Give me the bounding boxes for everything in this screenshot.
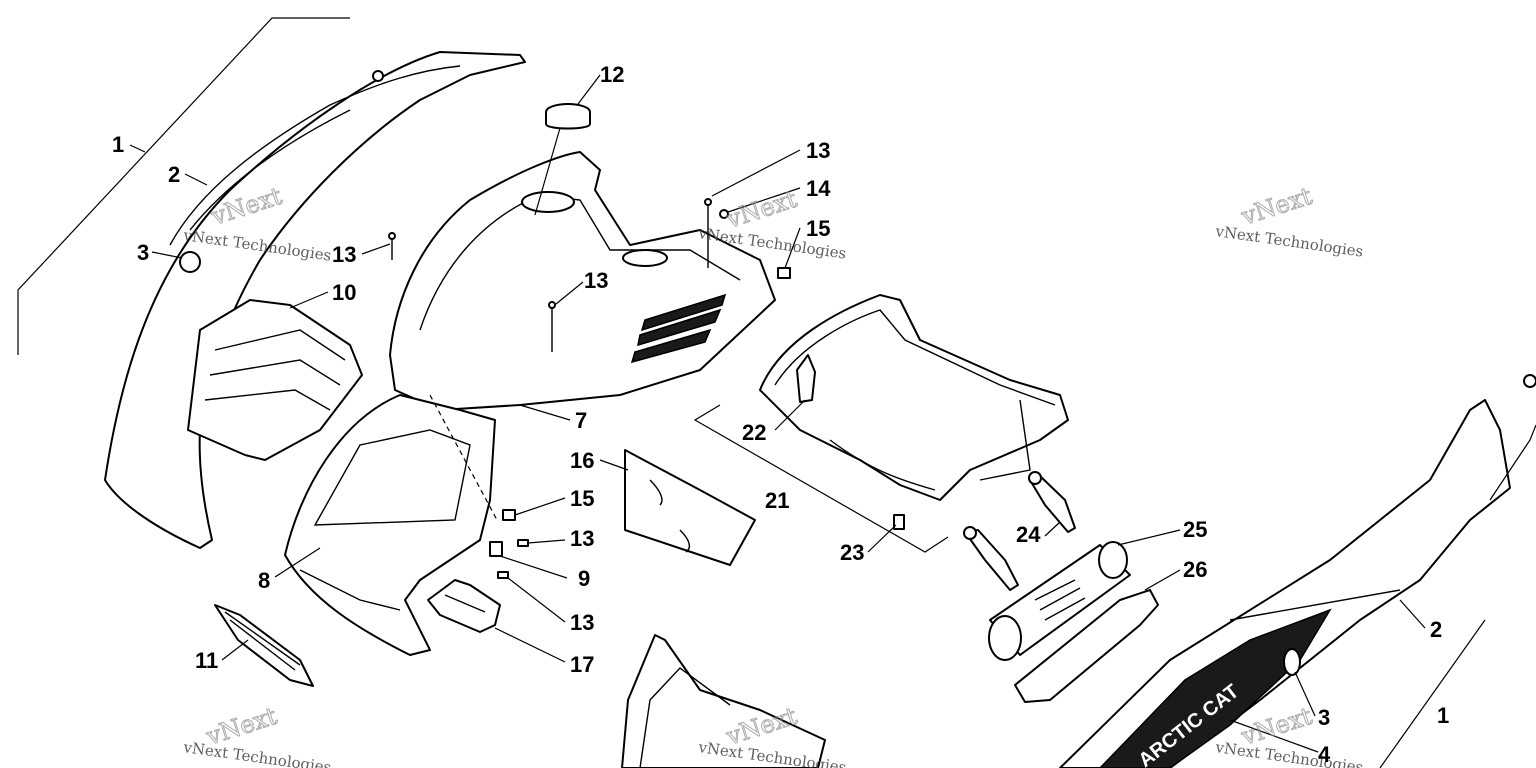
leader-lines xyxy=(129,74,1426,753)
callout-21: 21 xyxy=(765,488,789,513)
assembly-bracket-left xyxy=(17,17,350,355)
watermark-logo-text: vNext xyxy=(722,185,800,234)
watermark-4: vNext Technologies vNext xyxy=(181,701,332,768)
watermark-text: vNext Technologies xyxy=(181,738,332,768)
watermark-3: vNext Technologies vNext xyxy=(1213,181,1364,261)
callouts: 1 2 3 13 10 12 13 13 14 15 7 22 16 15 13… xyxy=(112,62,1449,767)
grommet xyxy=(534,103,591,216)
callout-25: 25 xyxy=(1183,517,1207,542)
clip-22 xyxy=(796,354,816,403)
callout-13-e: 13 xyxy=(570,610,594,635)
callout-7: 7 xyxy=(575,408,587,433)
callout-13-c: 13 xyxy=(806,138,830,163)
strap-left xyxy=(963,526,1019,591)
callout-14: 14 xyxy=(806,176,831,201)
callout-13-a: 13 xyxy=(332,242,356,267)
callout-22: 22 xyxy=(742,420,766,445)
callout-2-right: 2 xyxy=(1430,617,1442,642)
console-tray xyxy=(693,294,1069,553)
left-side-panel xyxy=(104,51,526,549)
callout-23: 23 xyxy=(840,540,864,565)
callout-15-b: 15 xyxy=(570,486,594,511)
callout-26: 26 xyxy=(1183,557,1207,582)
watermark-logo-text: vNext xyxy=(202,702,280,751)
callout-2-left: 2 xyxy=(168,162,180,187)
callout-8: 8 xyxy=(258,568,270,593)
callout-3-right: 3 xyxy=(1318,705,1330,730)
callout-10: 10 xyxy=(332,280,356,305)
callout-17: 17 xyxy=(570,652,594,677)
callout-13-b: 13 xyxy=(584,268,608,293)
lower-hood xyxy=(284,394,496,656)
callout-4: 4 xyxy=(1318,742,1331,767)
callout-15-a: 15 xyxy=(806,216,830,241)
mount-bracket xyxy=(427,579,501,633)
callout-24: 24 xyxy=(1016,522,1041,547)
callout-9: 9 xyxy=(578,566,590,591)
callout-16: 16 xyxy=(570,448,594,473)
callout-13-d: 13 xyxy=(570,526,594,551)
watermark-logo-text: vNext xyxy=(1237,182,1315,231)
watermark-text: vNext Technologies xyxy=(1213,222,1364,261)
callout-12: 12 xyxy=(600,62,624,87)
cylinder-cradle xyxy=(1014,589,1159,703)
watermark-text: vNext Technologies xyxy=(1213,738,1364,768)
right-side-panel xyxy=(1059,399,1536,768)
upper-hood xyxy=(389,151,776,411)
grille-mesh xyxy=(214,604,314,687)
windshield-film xyxy=(624,449,756,566)
cylinder-canister xyxy=(988,541,1131,661)
strap-right xyxy=(1028,471,1076,533)
callout-1-left: 1 xyxy=(112,132,124,157)
callout-1-right: 1 xyxy=(1437,703,1449,728)
callout-3-left: 3 xyxy=(137,240,149,265)
lower-center-panel xyxy=(621,634,826,768)
clip-23 xyxy=(893,514,905,530)
vent-insert xyxy=(187,299,363,461)
callout-11: 11 xyxy=(195,648,218,673)
